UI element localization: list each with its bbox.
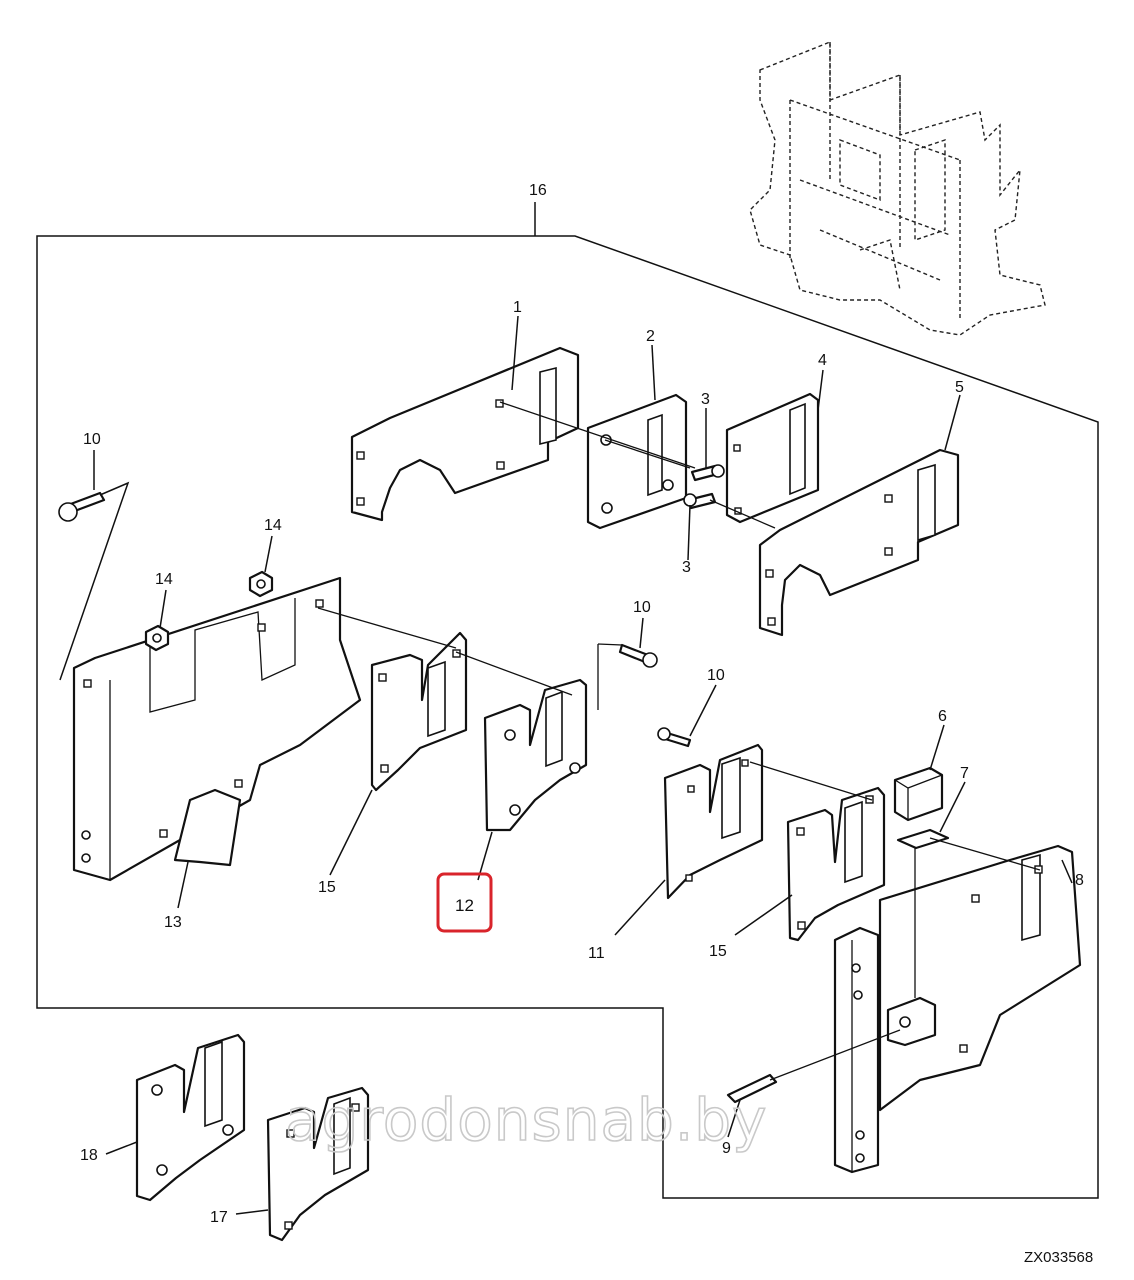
callout-6: 6 [938,708,947,725]
part-15-plate-right [786,786,886,942]
part-8-plate [878,844,1082,1112]
callout-10-right: 10 [707,667,725,684]
highlight-box [436,872,493,933]
callout-2: 2 [646,328,655,345]
part-3-bolts [683,464,725,510]
part-1-plate [350,346,580,522]
part-18-plate [135,1033,246,1202]
part-2-plate [586,393,688,530]
callout-17: 17 [210,1209,228,1226]
callout-8: 8 [1075,872,1084,889]
callout-5: 5 [955,379,964,396]
part-17-plate [266,1086,370,1242]
callout-12: 12 [455,896,474,915]
callout-labels: 16 1 2 3 3 4 5 10 14 14 10 10 6 7 8 13 1… [80,182,1084,1226]
callout-14-lower: 14 [155,571,173,588]
clip-bracket [886,996,937,1047]
part-15-plate-left [370,631,468,792]
callout-4: 4 [818,352,827,369]
callout-3-lower: 3 [682,559,691,576]
callout-16: 16 [529,182,547,199]
part-12-plate [483,678,588,832]
callout-13: 13 [164,914,182,931]
part-9-pin [726,1073,778,1104]
part-11-plate [663,743,764,900]
callout-3-upper: 3 [701,391,710,408]
callout-10-middle: 10 [633,599,651,616]
part-5-plate [758,448,960,637]
tractor-frame-reference [749,40,1046,336]
nut-14-lower [144,624,170,652]
highlighted-callout-12[interactable]: 12 [436,872,493,933]
assembly-lines [59,401,1041,1081]
callout-15-right: 15 [709,943,727,960]
callout-18: 18 [80,1147,98,1164]
assembly-outline [36,235,1099,1199]
watermark: agrodonsnab.by [285,1086,767,1154]
bolt-10-right [657,727,692,748]
leader-lines [93,202,1073,1215]
drawing-code: ZX033568 [1024,1249,1093,1266]
part-13-plate [72,576,362,882]
bolt-10-middle [618,643,658,668]
vertical-bar [833,926,880,1174]
callout-14-upper: 14 [264,517,282,534]
part-4-plate [725,392,820,524]
callout-10-top-left: 10 [83,431,101,448]
nut-14-upper [248,570,274,598]
callout-7: 7 [960,765,969,782]
callout-1: 1 [513,299,522,316]
part-6-block [893,766,944,822]
bolt-10-top-left [58,491,106,522]
part-7-pad [896,828,950,850]
callout-15-left: 15 [318,879,336,896]
callout-9: 9 [722,1140,731,1157]
callout-11: 11 [588,945,605,962]
